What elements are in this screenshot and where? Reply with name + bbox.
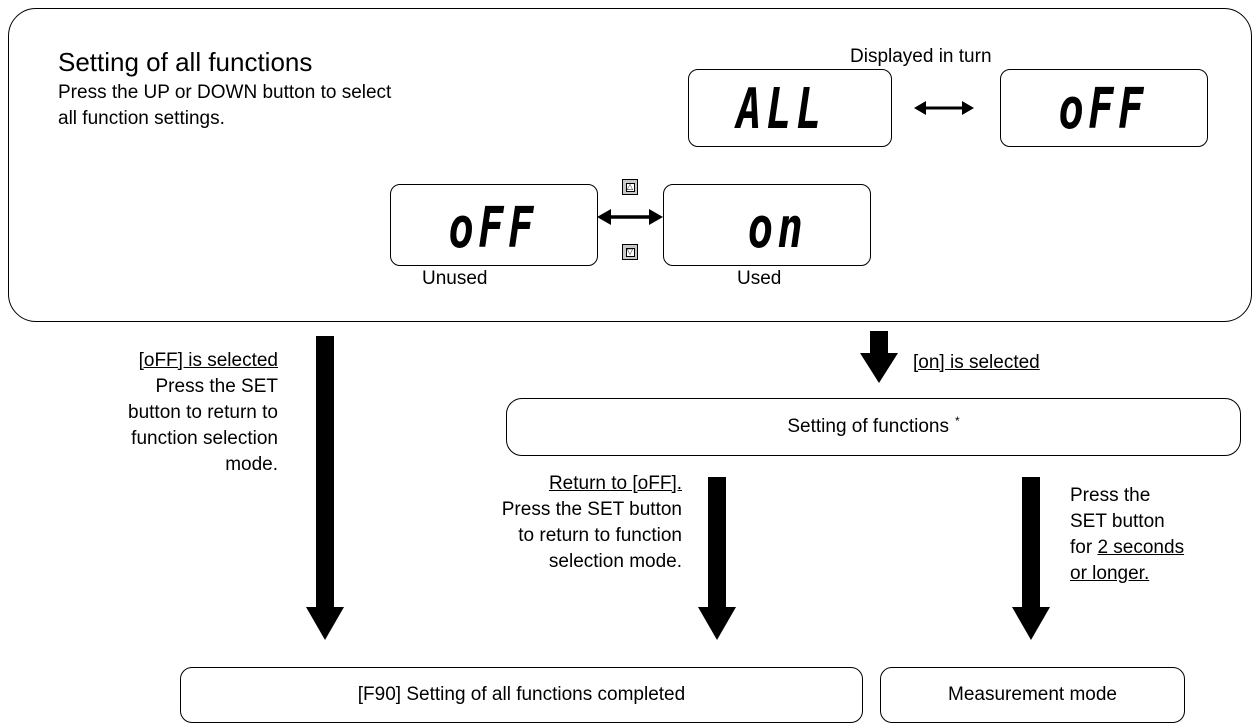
measurement-mode-text: Measurement mode	[948, 684, 1117, 705]
measurement-mode-box: Measurement mode	[880, 667, 1185, 723]
all-functions-completed-box: [F90] Setting of all functions completed	[180, 667, 863, 723]
setting-of-functions-box: Setting of functions *	[506, 398, 1241, 456]
press-set-note: Press the SET button for 2 seconds or lo…	[1070, 483, 1184, 587]
return-note-line-2: to return to function	[518, 525, 682, 546]
used-label: Used	[737, 268, 782, 289]
down-button-icon[interactable]: ▽	[622, 244, 638, 260]
lcd-display-off: oFF	[390, 184, 598, 266]
instruction-line-2: all function settings.	[58, 108, 225, 129]
return-off-label: Return to [oFF].	[548, 473, 682, 494]
lcd-display-off-top: oFF	[1000, 69, 1208, 147]
off-note-line-1: Press the SET	[155, 376, 279, 397]
press-line-2: SET button	[1070, 511, 1165, 532]
press-line-3-prefix: for	[1070, 537, 1098, 558]
press-line-3-duration: 2 seconds	[1097, 537, 1185, 558]
panel-instruction: Press the UP or DOWN button to select al…	[58, 80, 391, 132]
lcd-off-top-text: oFF	[1058, 77, 1148, 142]
double-arrow-middle-icon	[597, 209, 663, 225]
off-note-line-3: function selection	[131, 428, 278, 449]
lcd-off-text: oFF	[448, 196, 538, 261]
completed-text: [F90] Setting of all functions completed	[357, 684, 686, 705]
setting-of-functions-text: Setting of functions	[787, 416, 949, 437]
off-selected-label: [oFF] is selected	[138, 350, 278, 371]
all-functions-panel	[8, 8, 1252, 322]
off-note-line-2: button to return to	[128, 402, 278, 423]
press-line-4: or longer.	[1070, 563, 1150, 584]
instruction-line-1: Press the UP or DOWN button to select	[58, 82, 392, 103]
return-off-note: Return to [oFF]. Press the SET button to…	[400, 471, 682, 575]
arrow-off-selected-icon	[306, 336, 344, 640]
lcd-on-text: on	[747, 196, 808, 261]
unused-label: Unused	[422, 268, 488, 289]
down-triangle-icon: ▽	[625, 247, 635, 257]
off-selected-note: [oFF] is selected Press the SET button t…	[78, 348, 278, 478]
up-button-icon[interactable]: △	[622, 179, 638, 195]
up-triangle-icon: △	[625, 182, 635, 192]
double-arrow-top-icon	[914, 101, 974, 115]
lcd-display-all: ALL	[688, 69, 892, 147]
return-note-line-1: Press the SET button	[501, 499, 682, 520]
displayed-in-turn-label: Displayed in turn	[850, 46, 992, 67]
off-note-line-4: mode.	[225, 454, 278, 475]
press-line-1: Press the	[1070, 485, 1151, 506]
arrow-return-off-icon	[698, 477, 736, 640]
panel-title: Setting of all functions	[58, 47, 313, 77]
return-note-line-3: selection mode.	[548, 551, 682, 572]
arrow-on-selected-icon	[860, 331, 898, 383]
on-selected-label: [on] is selected	[913, 352, 1040, 373]
asterisk-mark: *	[954, 414, 960, 428]
arrow-measurement-icon	[1012, 477, 1050, 640]
lcd-display-on: on	[663, 184, 871, 266]
lcd-all-text: ALL	[736, 77, 826, 142]
press-line-3: for 2 seconds	[1070, 535, 1184, 561]
